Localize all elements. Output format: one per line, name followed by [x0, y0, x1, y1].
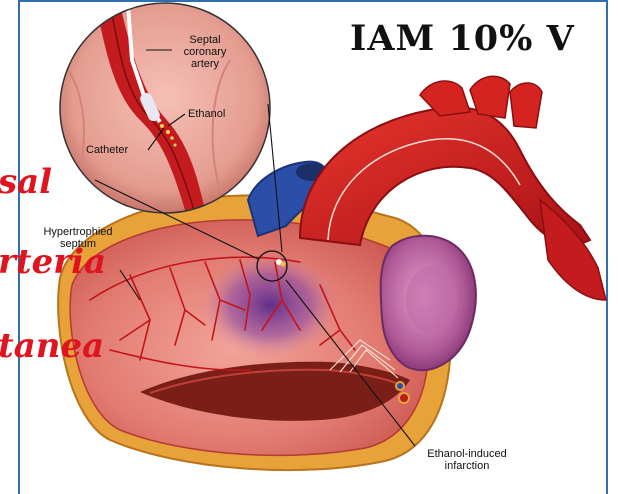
infarct-zone	[202, 253, 338, 357]
label-ethanol: Ethanol	[188, 108, 225, 120]
label-infarction: Ethanol-induced infarction	[408, 448, 526, 472]
slide-title: IAM 10% V	[350, 18, 575, 59]
red-word-3: tanea	[0, 326, 104, 366]
label-catheter: Catheter	[86, 144, 128, 156]
label-septal-artery: Septal coronary artery	[160, 34, 250, 70]
red-word-1: sal	[0, 162, 52, 202]
red-word-2: rteria	[0, 242, 106, 282]
